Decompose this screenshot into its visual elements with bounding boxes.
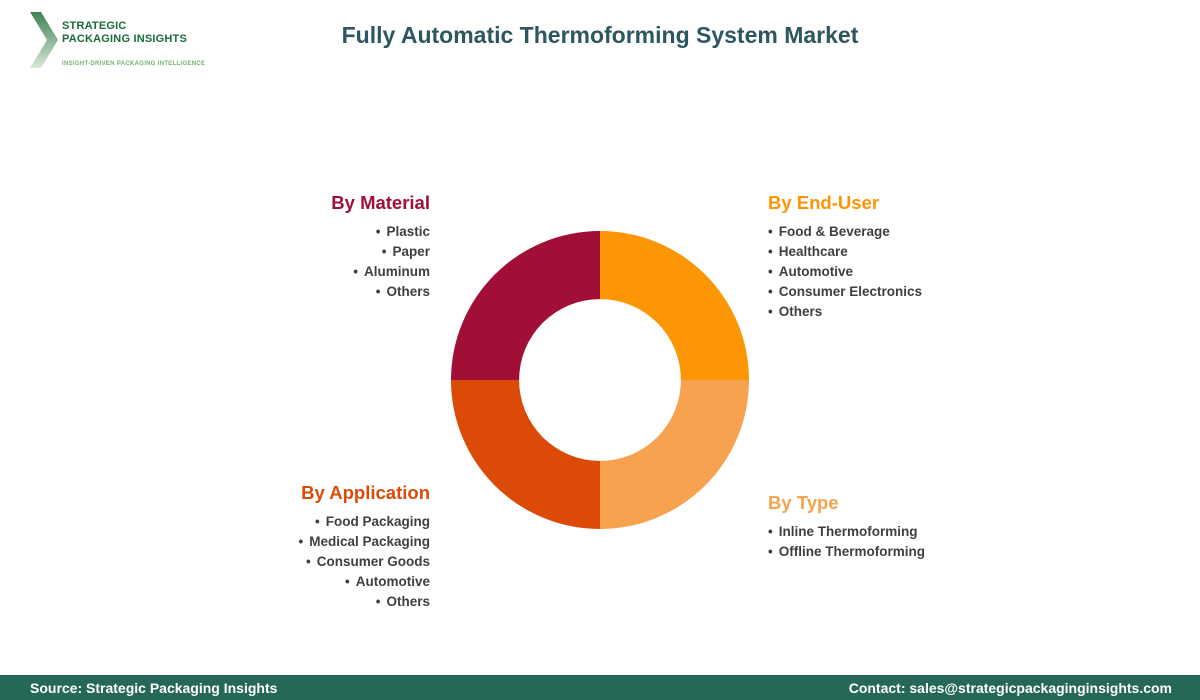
bullet-icon: • [768,224,773,239]
donut-chart [451,231,749,529]
bullet-icon: • [768,244,773,259]
list-item-label: Paper [392,244,430,259]
bullet-icon: • [768,524,773,539]
list-item-label: Automotive [778,264,853,279]
bullet-icon: • [298,534,304,549]
bullet-icon: • [375,594,381,609]
list-item: • Offline Thermoforming [768,542,925,562]
list-item: • Healthcare [768,242,922,262]
list-item: • Food & Beverage [768,222,922,242]
bullet-icon: • [768,284,773,299]
logo-tagline: INSIGHT-DRIVEN PACKAGING INTELLIGENCE [62,61,206,67]
donut-segment-by-application [451,380,600,529]
list-item-label: Offline Thermoforming [778,544,925,559]
list-item: • Others [298,592,430,612]
section-list-by-material: • Plastic • Paper • Aluminum • Others [331,222,430,302]
page-title: Fully Automatic Thermoforming System Mar… [341,22,859,48]
list-item-label: Food Packaging [325,514,430,529]
list-item: • Automotive [768,262,922,282]
donut-segment-by-material [451,231,600,380]
section-by-type: By Type • Inline Thermoforming • Offline Th… [768,493,925,562]
section-list-by-type: • Inline Thermoforming • Offline Thermoform… [768,522,925,562]
bullet-icon: • [375,284,381,299]
list-item-label: Medical Packaging [309,534,430,549]
list-item: • Medical Packaging [298,532,430,552]
list-item-label: Consumer Electronics [778,284,923,299]
list-item-label: Others [386,284,430,299]
list-item: • Others [331,282,430,302]
section-heading-by-end-user: By End-User [768,192,880,213]
logo-name-line2: PACKAGING INSIGHTS [62,33,188,45]
list-item-label: Aluminum [364,264,430,279]
donut-segment-by-end-user [600,231,749,380]
bullet-icon: • [381,244,387,259]
list-item-label: Automotive [355,574,430,589]
bullet-icon: • [768,304,773,319]
list-item-label: Others [386,594,430,609]
bullet-icon: • [306,554,311,569]
chevron-right-icon [30,12,58,68]
list-item: • Consumer Goods [298,552,430,572]
bullet-icon: • [375,224,381,239]
section-by-application: By Application • Food Packaging • Medical P… [298,483,430,612]
list-item: • Paper [331,242,430,262]
section-heading-by-type: By Type [768,492,839,513]
section-list-by-application: • Food Packaging • Medical Packaging • Consum… [298,512,430,612]
list-item: • Aluminum [331,262,430,282]
list-item: • Inline Thermoforming [768,522,925,542]
list-item-label: Healthcare [778,244,848,259]
bullet-icon: • [768,544,773,559]
bullet-icon: • [353,264,358,279]
list-item-label: Plastic [386,224,430,239]
section-heading-by-application: By Application [301,482,430,503]
list-item: • Food Packaging [298,512,430,532]
list-item-label: Food & Beverage [778,224,890,239]
list-item: • Consumer Electronics [768,282,922,302]
list-item-label: Inline Thermoforming [778,524,918,539]
list-item: • Others [768,302,922,322]
list-item: • Plastic [331,222,430,242]
list-item: • Automotive [298,572,430,592]
list-item-label: Consumer Goods [316,554,430,569]
list-item-label: Others [778,304,823,319]
section-list-by-end-user: • Food & Beverage • Healthcare • Automotive • C… [768,222,922,322]
company-logo: STRATEGIC PACKAGING INSIGHTS INSIGHT-DRI… [30,12,260,72]
footer-source-text: Source: Strategic Packaging Insights [30,679,278,696]
donut-segment-by-type [600,380,749,529]
section-heading-by-material: By Material [331,192,430,213]
donut-chart-svg [451,231,749,529]
logo-name-line1: STRATEGIC [62,20,127,32]
bullet-icon: • [768,264,773,279]
footer-bar: Source: Strategic Packaging Insights Con… [0,675,1200,700]
section-by-material: By Material • Plastic • Paper • Aluminum • Othe… [331,193,430,302]
footer-contact-text: Contact: sales@strategicpackaginginsight… [848,679,1172,696]
section-by-end-user: By End-User •Food & Beverage•Healthcare•… [768,193,922,322]
logo-name: STRATEGIC PACKAGING INSIGHTS [62,20,187,46]
bullet-icon: • [345,574,350,589]
bullet-icon: • [315,514,320,529]
